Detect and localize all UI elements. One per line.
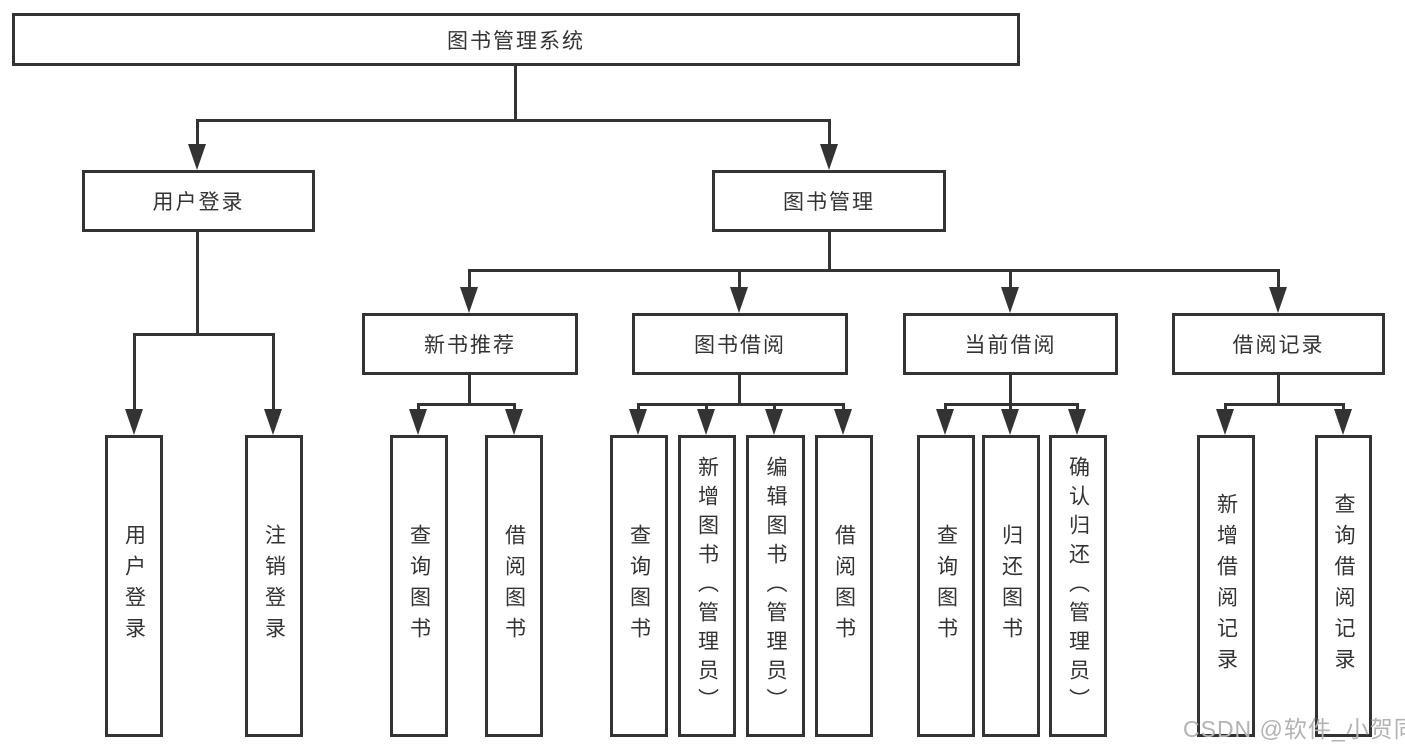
connector-line [1009, 269, 1012, 291]
node-new-book-recommendation: 新书推荐 [362, 313, 578, 375]
arrow-down-icon [697, 409, 715, 435]
csdn-watermark: CSDN @软件_小贺同学 [1183, 716, 1405, 742]
arrow-down-icon [1334, 409, 1352, 435]
connector-line [133, 333, 274, 336]
node-root-library-system: 图书管理系统 [12, 13, 1020, 66]
node-book-management: 图书管理 [712, 170, 946, 232]
connector-line [1277, 375, 1280, 406]
connector-line [196, 119, 831, 122]
arrow-down-icon [1001, 409, 1019, 435]
connector-line [1009, 403, 1012, 412]
arrow-down-icon [820, 144, 838, 170]
arrow-down-icon [1001, 287, 1019, 313]
leaf-return-books: 归还图书 [982, 435, 1040, 737]
leaf-query-books-recommend: 查询图书 [390, 435, 448, 737]
leaf-user-login: 用户登录 [105, 435, 163, 737]
arrow-down-icon [730, 287, 748, 313]
leaf-query-borrow-record: 查询借阅记录 [1315, 435, 1372, 737]
connector-line [468, 269, 1280, 272]
connector-line [1224, 403, 1345, 406]
connector-line [1009, 375, 1012, 406]
connector-line [514, 66, 517, 122]
arrow-down-icon [834, 409, 852, 435]
arrow-down-icon [629, 409, 647, 435]
leaf-confirm-return-admin: 确认归还（管理员） [1049, 435, 1107, 737]
connector-line [1277, 269, 1280, 291]
connector-line [705, 403, 708, 412]
arrow-down-icon [125, 409, 143, 435]
arrow-down-icon [1269, 287, 1287, 313]
node-borrowing-records: 借阅记录 [1172, 313, 1385, 375]
connector-line [1076, 403, 1079, 412]
arrow-down-icon [409, 409, 427, 435]
connector-line [828, 119, 831, 149]
connector-line [828, 232, 831, 272]
connector-line [133, 333, 136, 413]
node-user-login: 用户登录 [82, 170, 315, 232]
connector-line [842, 403, 845, 412]
connector-line [637, 403, 845, 406]
leaf-borrow-books-recommend: 借阅图书 [485, 435, 543, 737]
connector-line [637, 403, 640, 412]
leaf-logout: 注销登录 [245, 435, 303, 737]
node-current-borrowing: 当前借阅 [903, 313, 1118, 375]
arrow-down-icon [1216, 409, 1234, 435]
arrow-down-icon [1068, 409, 1086, 435]
connector-line [738, 375, 741, 406]
connector-line [196, 119, 199, 149]
connector-line [417, 403, 516, 406]
connector-line [196, 232, 199, 336]
connector-line [417, 403, 420, 412]
leaf-query-books-current: 查询图书 [917, 435, 975, 737]
arrow-down-icon [188, 144, 206, 170]
arrow-down-icon [505, 409, 523, 435]
connector-line [944, 403, 947, 412]
connector-line [513, 403, 516, 412]
leaf-query-books-borrowing: 查询图书 [610, 435, 668, 737]
leaf-borrow-books: 借阅图书 [815, 435, 873, 737]
connector-line [272, 333, 275, 413]
leaf-add-books-admin: 新增图书（管理员） [678, 435, 736, 737]
leaf-edit-books-admin: 编辑图书（管理员） [746, 435, 805, 737]
arrow-down-icon [264, 409, 282, 435]
connector-line [468, 269, 471, 291]
connector-line [468, 375, 471, 406]
connector-line [1224, 403, 1227, 412]
connector-line [738, 269, 741, 291]
arrow-down-icon [936, 409, 954, 435]
leaf-add-borrow-record: 新增借阅记录 [1197, 435, 1255, 737]
connector-line [1342, 403, 1345, 412]
connector-line [773, 403, 776, 412]
node-book-borrowing: 图书借阅 [632, 313, 848, 375]
arrow-down-icon [460, 287, 478, 313]
arrow-down-icon [765, 409, 783, 435]
